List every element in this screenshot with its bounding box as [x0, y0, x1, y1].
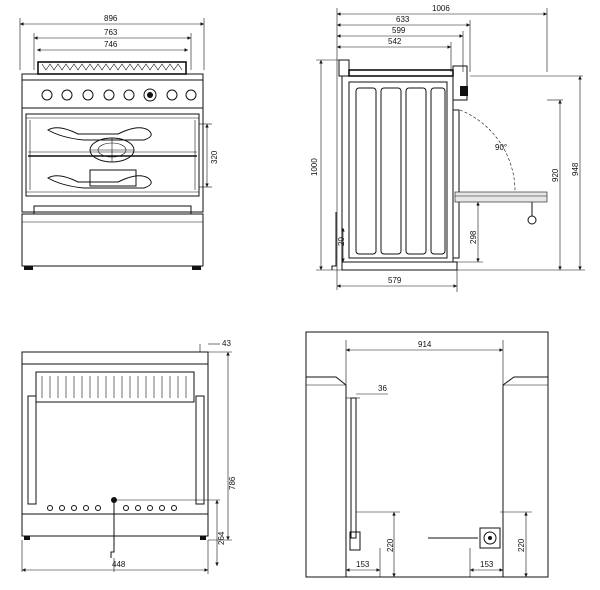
- back-top-rail: [21, 351, 209, 365]
- door-handle-side: [527, 215, 537, 225]
- dim-depth-total: 1006: [432, 4, 450, 13]
- dim-door-height: 298: [469, 230, 478, 244]
- knob-6: [166, 89, 178, 101]
- dim-socket-height-right: 220: [517, 538, 526, 552]
- vent-slots: [41, 376, 187, 398]
- dim-edge-left: 153: [356, 560, 370, 569]
- gas-valve: [349, 531, 361, 551]
- right-cabinet: [502, 376, 548, 577]
- electrical-socket: [479, 527, 501, 549]
- plinth-side: [341, 261, 458, 271]
- cooktop-edge: [21, 73, 204, 81]
- dim-pipe-offset: 448: [112, 560, 126, 569]
- back-right-bracket: [195, 395, 205, 505]
- foot-left: [24, 266, 33, 270]
- door-open: [454, 191, 548, 203]
- dim-front-width-top: 763: [104, 28, 118, 37]
- back-view: 43 786: [21, 339, 237, 574]
- dim-front-width-total: 896: [104, 14, 118, 23]
- storage-drawer: [21, 213, 204, 267]
- wall-outline: [305, 331, 549, 578]
- backguard: [338, 59, 350, 77]
- oven-body-side: [341, 75, 454, 263]
- oven-cavity-side: [348, 81, 448, 259]
- convection-fan: [89, 137, 135, 163]
- dim-height-920: 920: [551, 168, 560, 182]
- control-panel: [21, 79, 204, 109]
- back-plinth: [21, 513, 209, 537]
- knob-4: [103, 89, 115, 101]
- knob-2: [61, 89, 73, 101]
- dim-front-width-inner: 746: [104, 40, 118, 49]
- dim-back-offset: 43: [222, 339, 231, 348]
- door-closed: [452, 109, 460, 259]
- dim-height-total: 1000: [310, 158, 319, 176]
- bottom-heating-element: [47, 175, 152, 189]
- top-heating-element: [47, 127, 152, 141]
- drip-tray: [89, 169, 137, 187]
- door-handle: [33, 205, 192, 215]
- back-vent-grille: [35, 371, 195, 403]
- door-angle-label: 90°: [495, 143, 507, 152]
- knob-side: [460, 86, 468, 96]
- dim-depth-542: 542: [388, 37, 402, 46]
- gas-pipe-side: [331, 212, 337, 270]
- oven-cavity: [25, 113, 200, 197]
- front-view: 896 763 746: [19, 14, 219, 270]
- side-view: 1006 633 599 542 1000 90°: [310, 4, 585, 292]
- dim-depth-633: 633: [396, 15, 410, 24]
- dim-edge-right: 153: [480, 560, 494, 569]
- dim-foot: 20: [337, 237, 346, 246]
- dim-gas-offset: 36: [378, 384, 387, 393]
- pan-supports: [37, 61, 187, 75]
- dim-height-948: 948: [571, 162, 580, 176]
- cooktop-side: [348, 69, 454, 77]
- dim-back-height: 786: [228, 476, 237, 490]
- dim-pipe-height: 264: [217, 531, 226, 545]
- bottom-vent-holes: [47, 505, 177, 511]
- knob-7: [185, 89, 197, 101]
- dim-socket-height-left: 220: [386, 538, 395, 552]
- dim-depth-599: 599: [392, 26, 406, 35]
- oven-frame: [21, 107, 204, 213]
- door-swing-arc: [459, 109, 516, 195]
- dim-depth-bottom: 579: [388, 276, 402, 285]
- control-knobs: [41, 88, 197, 102]
- knob-5: [123, 89, 135, 101]
- installation-view: 914 36 220 220 153 153: [305, 331, 549, 578]
- dim-opening-width: 914: [418, 340, 432, 349]
- knob-1: [41, 89, 53, 101]
- gas-inlet-back: [110, 500, 115, 558]
- knob-3: [82, 89, 94, 101]
- foot-right: [192, 266, 201, 270]
- dim-oven-height: 320: [210, 150, 219, 164]
- timer-knob: [143, 88, 157, 102]
- back-left-bracket: [27, 395, 37, 505]
- left-cabinet: [306, 376, 347, 577]
- gas-pipe-wall: [350, 397, 357, 539]
